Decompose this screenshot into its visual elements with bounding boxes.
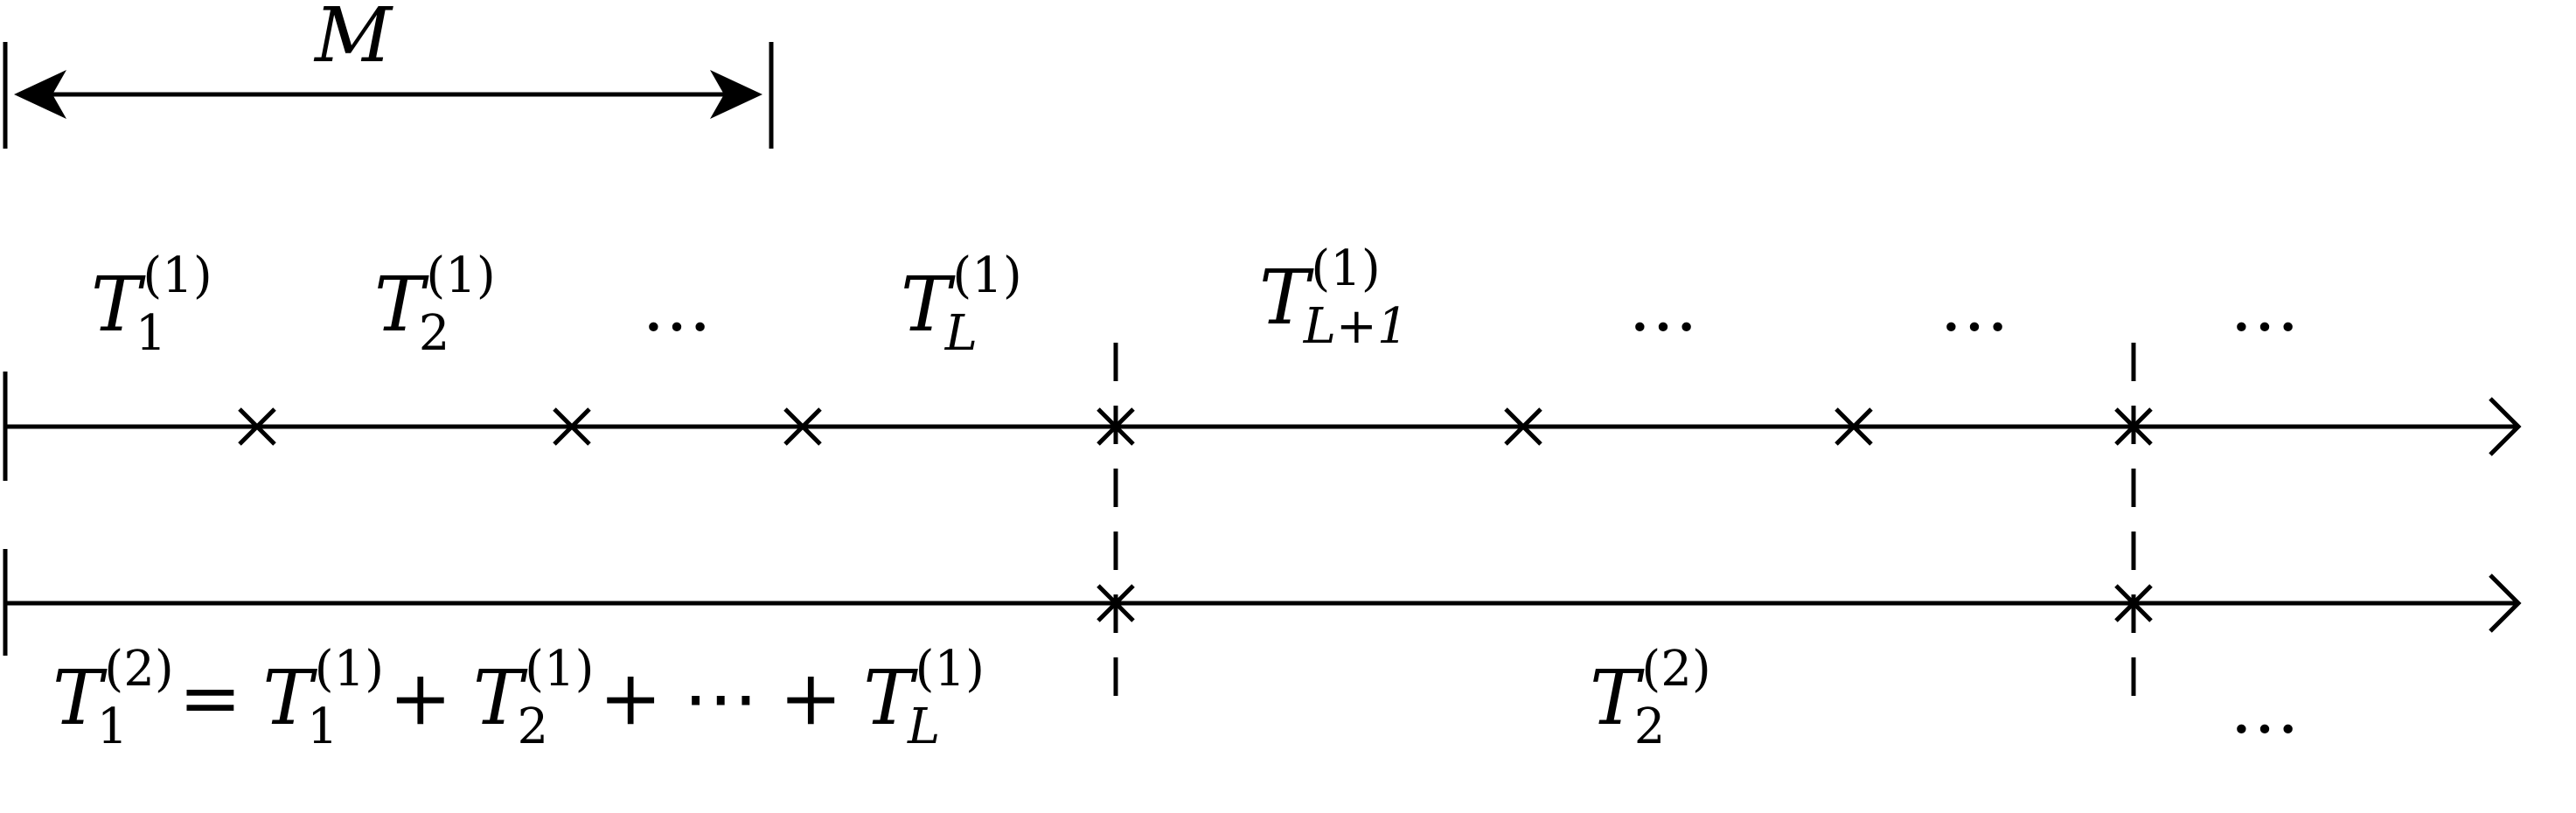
row1-arrowhead: [2489, 397, 2522, 456]
row2-event-marker-2: [2114, 584, 2153, 622]
interval-right-arrowhead: [710, 70, 762, 119]
row1-event-marker-4: [1097, 407, 1135, 446]
timeline-row-2: [3, 549, 2522, 656]
row1-dots-4: …: [2230, 266, 2300, 347]
row1-label-t2: T(1)2: [374, 247, 496, 362]
row1-event-marker-5: [1504, 407, 1542, 446]
row2-equation: T(2)1=T(1)1+T(1)2+⋯+T(1)L: [52, 641, 985, 755]
timeline-row-1: [3, 372, 2522, 481]
row1-event-marker-7: [2114, 407, 2153, 446]
event-markers: [238, 407, 2153, 622]
row1-labels: T(1)1 T(1)2 … T(1)L T(1)L+1 … … …: [91, 240, 2300, 362]
row1-dots-1: …: [642, 266, 712, 347]
row2-trailing-dots: …: [2230, 668, 2300, 749]
row2-labels: T(2)1=T(1)1+T(1)2+⋯+T(1)L T(2)2 …: [52, 641, 2300, 755]
row1-label-t1: T(1)1: [91, 247, 212, 362]
row1-event-marker-2: [553, 407, 591, 446]
row1-event-marker-3: [783, 407, 822, 446]
row2-event-marker-1: [1097, 584, 1135, 622]
interval-left-arrowhead: [14, 70, 66, 119]
row1-dots-3: …: [1939, 266, 2009, 347]
interval-label: M: [313, 0, 393, 80]
row2-label-t2: T(2)2: [1590, 641, 1711, 755]
row1-dots-2: …: [1628, 266, 1698, 347]
interval-indicator: [3, 42, 774, 149]
row1-event-marker-6: [1835, 407, 1873, 446]
row1-label-tL1: T(1)L+1: [1259, 240, 1408, 355]
row1-label-tL: T(1)L: [901, 247, 1022, 362]
row1-event-marker-1: [238, 407, 276, 446]
row2-arrowhead: [2489, 573, 2522, 633]
